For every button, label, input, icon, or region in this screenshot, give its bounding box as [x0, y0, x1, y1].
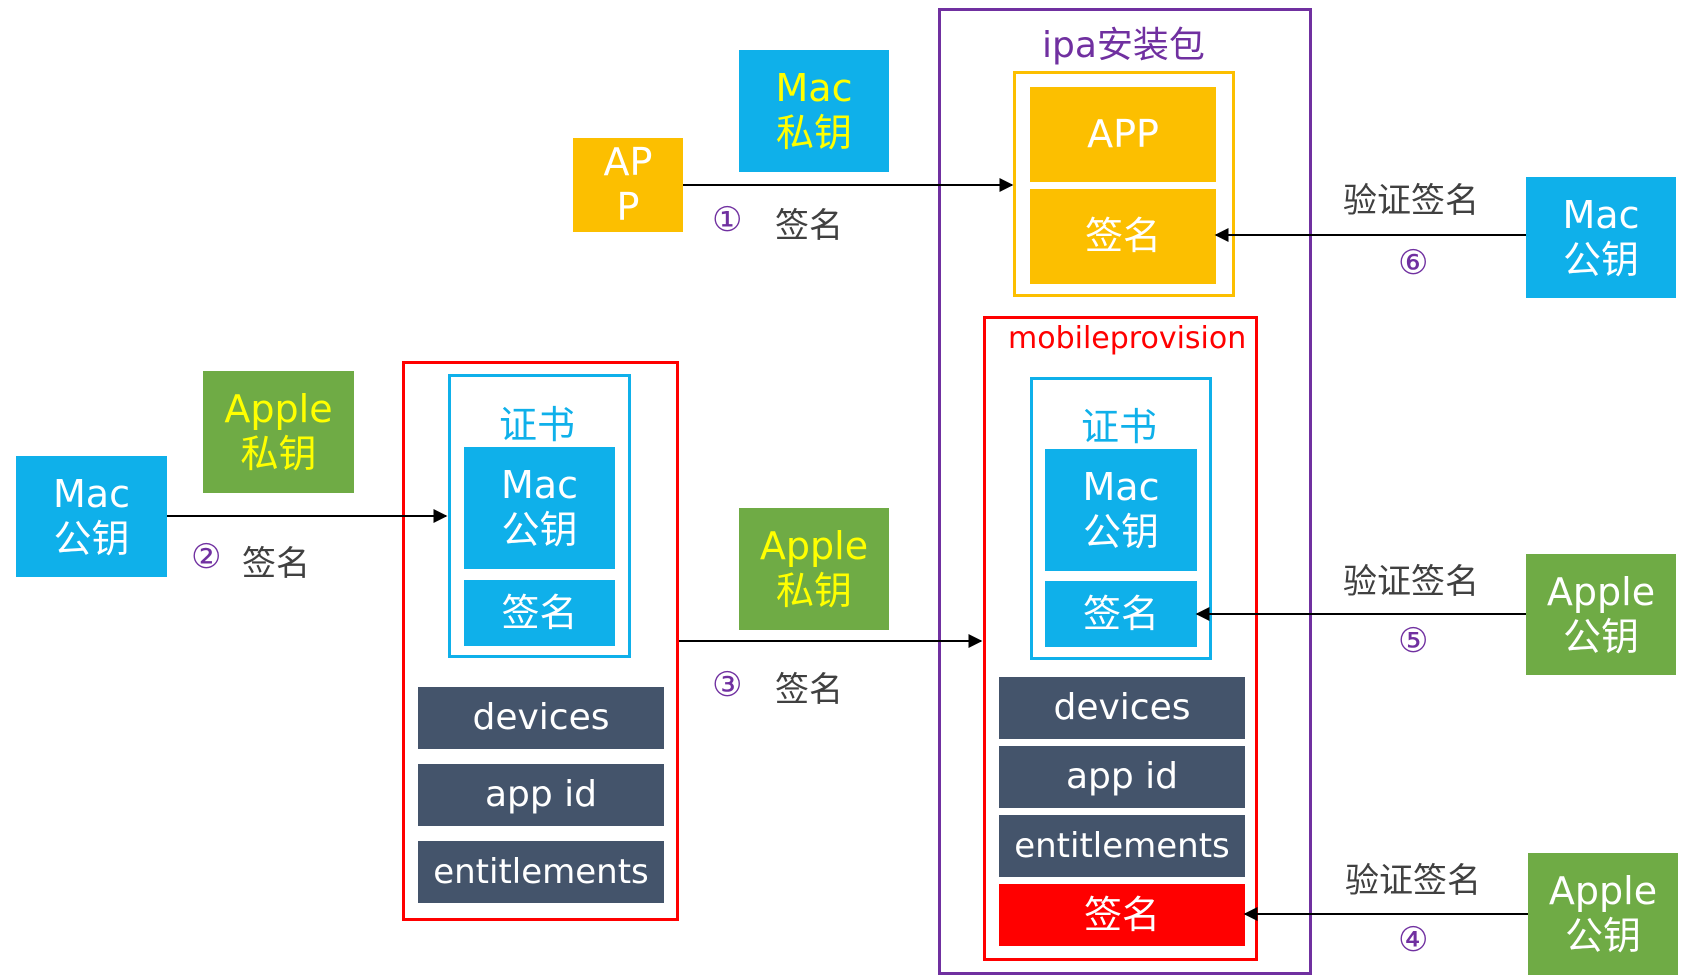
left-cert-mac-public-key: Mac 公钥 [464, 447, 615, 569]
left-cert-mac-line1: Mac [501, 463, 578, 508]
apple-public-key-4-box: Apple 公钥 [1528, 853, 1678, 975]
mobileprovision-frame [983, 316, 1258, 961]
apple-private-mid-line1: Apple [759, 524, 869, 569]
apple-public-4-line2: 公钥 [1564, 914, 1641, 958]
left-cert-mac-line2: 公钥 [501, 508, 578, 552]
mobileprovision-devices: devices [999, 677, 1245, 739]
left-cert-app-id: app id [418, 764, 664, 826]
verify5-number: ⑤ [1398, 621, 1429, 661]
apple-public-5-line1: Apple [1546, 569, 1656, 614]
app-source-line2: P [616, 185, 640, 229]
mac-public-left-line2: 公钥 [53, 516, 130, 561]
mobileprovision-title: mobileprovision [1008, 321, 1247, 356]
mac-public-key-right-box: Mac 公钥 [1526, 177, 1676, 298]
mac-public-left-line1: Mac [53, 471, 130, 516]
mobileprovision-cert-title: 证书 [1081, 405, 1158, 449]
app-source-line1: AP [603, 140, 653, 185]
step2-number: ② [191, 537, 222, 577]
mobileprovision-cert-signature: 签名 [1045, 581, 1197, 647]
mac-private-key-box: Mac 私钥 [739, 50, 889, 172]
left-cert-inner-frame [448, 374, 631, 658]
mobileprovision-mac-public-key: Mac 公钥 [1045, 449, 1197, 571]
verify6-number: ⑥ [1398, 243, 1429, 283]
apple-public-5-line2: 公钥 [1562, 614, 1639, 659]
step2-label: 签名 [242, 544, 310, 584]
ipa-app-frame [1013, 71, 1235, 297]
ipa-package-frame [938, 8, 1312, 975]
mac-private-line1: Mac [775, 66, 853, 111]
left-cert-signature: 签名 [464, 580, 615, 646]
left-cert-devices: devices [418, 687, 664, 749]
mac-private-line2: 私钥 [775, 111, 852, 155]
mobileprovision-signature: 签名 [999, 884, 1245, 946]
left-cert-title: 证书 [499, 403, 576, 447]
apple-public-key-5-box: Apple 公钥 [1526, 554, 1676, 675]
left-cert-outer-frame [402, 361, 679, 921]
ipa-package-title: ipa安装包 [1042, 25, 1205, 66]
mobileprovision-entitlements: entitlements [999, 815, 1245, 877]
apple-private-key-left-box: Apple 私钥 [203, 371, 354, 493]
verify5-label: 验证签名 [1343, 562, 1479, 602]
left-cert-entitlements: entitlements [418, 841, 664, 903]
apple-private-mid-line2: 私钥 [775, 569, 852, 613]
mobileprovision-cert-frame [1030, 377, 1212, 660]
app-source-box: AP P [573, 138, 683, 232]
step3-number: ③ [712, 665, 743, 705]
apple-private-left-line1: Apple [224, 387, 333, 432]
mobileprovision-mac-line1: Mac [1082, 465, 1160, 510]
apple-private-key-mid-box: Apple 私钥 [739, 508, 889, 630]
mac-public-key-left-box: Mac 公钥 [16, 456, 167, 577]
mac-public-right-line2: 公钥 [1562, 237, 1639, 282]
step1-label: 签名 [775, 206, 843, 246]
mobileprovision-mac-line2: 公钥 [1082, 510, 1159, 554]
step3-label: 签名 [775, 670, 843, 710]
verify4-number: ④ [1398, 920, 1429, 960]
mobileprovision-app-id: app id [999, 746, 1245, 808]
apple-private-left-line2: 私钥 [240, 432, 317, 476]
verify4-label: 验证签名 [1345, 861, 1481, 901]
step1-number: ① [712, 200, 743, 240]
ipa-signature-block: 签名 [1030, 189, 1216, 284]
mac-public-right-line1: Mac [1562, 192, 1640, 237]
apple-public-4-line1: Apple [1548, 869, 1658, 914]
verify6-label: 验证签名 [1343, 181, 1479, 221]
ipa-app-block: APP [1030, 87, 1216, 182]
